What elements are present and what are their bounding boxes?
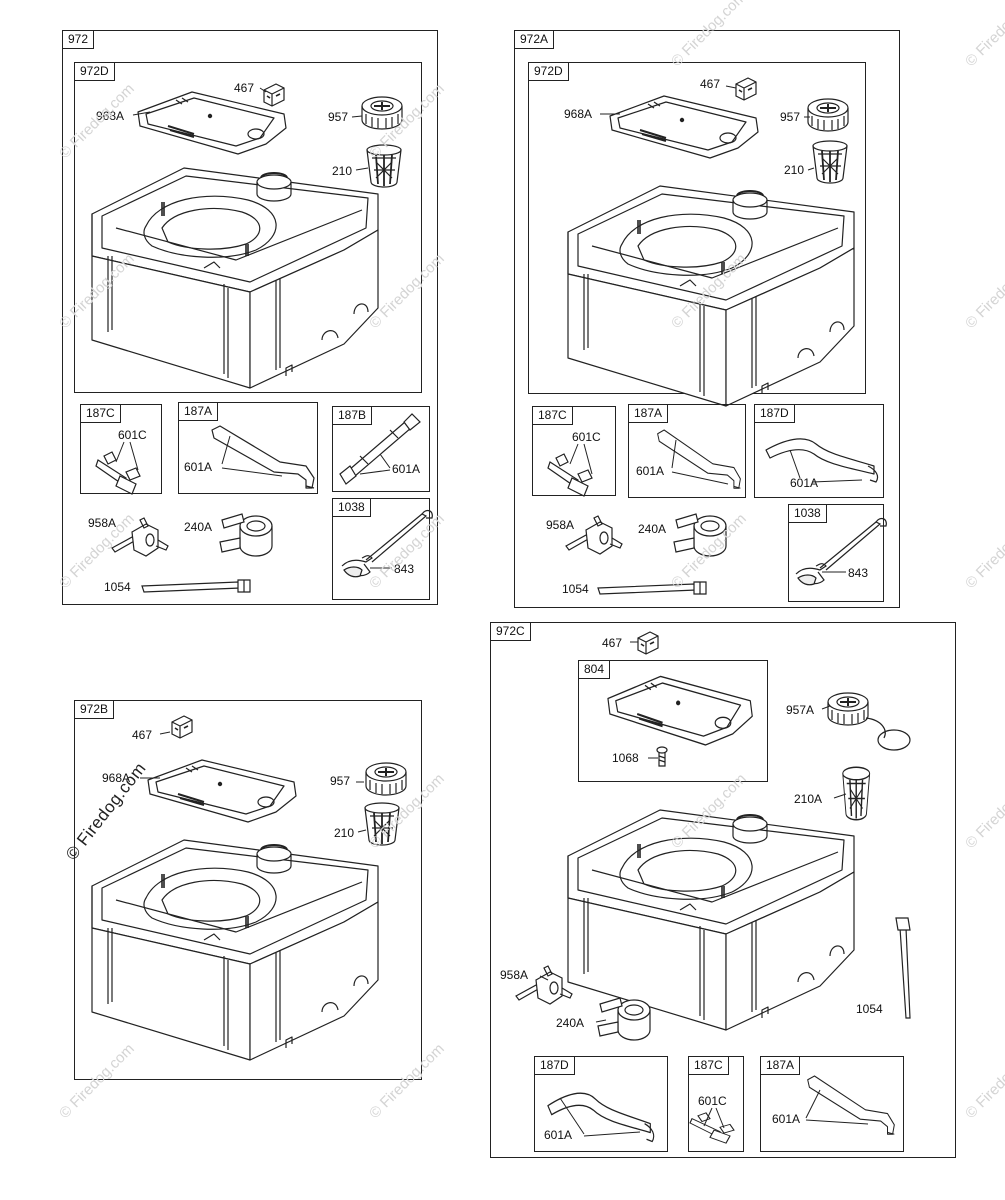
part-label: 968A: [96, 109, 125, 123]
assembly-972a: 972A: [514, 30, 900, 608]
cover-screw: [656, 746, 668, 770]
fuel-cap-with-tether: [827, 692, 918, 756]
part-label: 601C: [118, 428, 147, 442]
kit-804: 804: [578, 660, 768, 782]
kit-187b: 187B: [332, 406, 430, 492]
part-label: 210: [334, 826, 355, 840]
kit-1038: 1038: [332, 498, 430, 600]
cable-tie: [896, 918, 916, 1022]
kit-label: 804: [578, 660, 611, 679]
subassembly-972d: 972D: [74, 62, 422, 393]
assembly-label: 972: [62, 30, 95, 49]
part-label: 601C: [572, 430, 601, 444]
kit-label: 187A: [628, 404, 669, 423]
part-label: 957: [780, 110, 801, 124]
part-label: 957: [328, 110, 349, 124]
part-label: 240A: [638, 522, 667, 536]
part-label: 843: [848, 566, 869, 580]
part-label: 467: [132, 728, 153, 742]
part-label: 843: [394, 562, 415, 576]
part-label: 1068: [612, 751, 639, 765]
part-label: 240A: [556, 1016, 585, 1030]
part-label: 968A: [564, 107, 593, 121]
part-label: 968A: [102, 771, 131, 785]
part-label: 601A: [790, 476, 819, 490]
kit-label: 187D: [754, 404, 795, 423]
part-label: 601A: [636, 464, 665, 478]
kit-187a: 187A: [760, 1056, 904, 1152]
part-label: 958A: [88, 516, 117, 530]
kit-label: 187B: [332, 406, 373, 425]
kit-187c: 187C: [80, 404, 162, 494]
part-label: 601A: [392, 462, 421, 476]
part-label: 958A: [500, 968, 529, 982]
part-label: 601A: [184, 460, 213, 474]
subassembly-label: 972D: [74, 62, 115, 81]
kit-1038: 1038: [788, 504, 884, 602]
part-label: 957: [330, 774, 351, 788]
kit-label: 1038: [332, 498, 371, 517]
kit-187d: 187D: [534, 1056, 668, 1152]
part-label: 957A: [786, 703, 815, 717]
kit-label: 187C: [688, 1056, 729, 1075]
part-label: 210: [784, 163, 805, 177]
part-label: 210A: [794, 792, 823, 806]
assembly-972: 972: [62, 30, 438, 605]
kit-187c: 187C: [688, 1056, 744, 1152]
kit-label: 187A: [760, 1056, 801, 1075]
kit-label: 187C: [532, 406, 573, 425]
part-label: 467: [234, 81, 255, 95]
part-label: 467: [700, 77, 721, 91]
kit-label: 1038: [788, 504, 827, 523]
part-label: 1054: [856, 1002, 883, 1016]
part-label: 210: [332, 164, 353, 178]
kit-label: 187C: [80, 404, 121, 423]
kit-187a: 187A: [628, 404, 746, 498]
part-label: 601A: [544, 1128, 573, 1142]
kit-label: 187D: [534, 1056, 575, 1075]
part-label: 1054: [562, 582, 589, 596]
part-label: 958A: [546, 518, 575, 532]
kit-187a: 187A: [178, 402, 318, 494]
part-label: 240A: [184, 520, 213, 534]
assembly-label: 972C: [490, 622, 531, 641]
subassembly-label: 972D: [528, 62, 569, 81]
assembly-972c: 972C: [490, 622, 956, 1158]
kit-187c: 187C: [532, 406, 616, 496]
part-label: 1054: [104, 580, 131, 594]
assembly-972b: 972B: [74, 700, 422, 1080]
assembly-label: 972A: [514, 30, 555, 49]
kit-label: 187A: [178, 402, 219, 421]
assembly-label: 972B: [74, 700, 115, 719]
part-label: 601A: [772, 1112, 801, 1126]
part-label: 601C: [698, 1094, 727, 1108]
part-label: 467: [602, 636, 623, 650]
kit-187d: 187D: [754, 404, 884, 498]
